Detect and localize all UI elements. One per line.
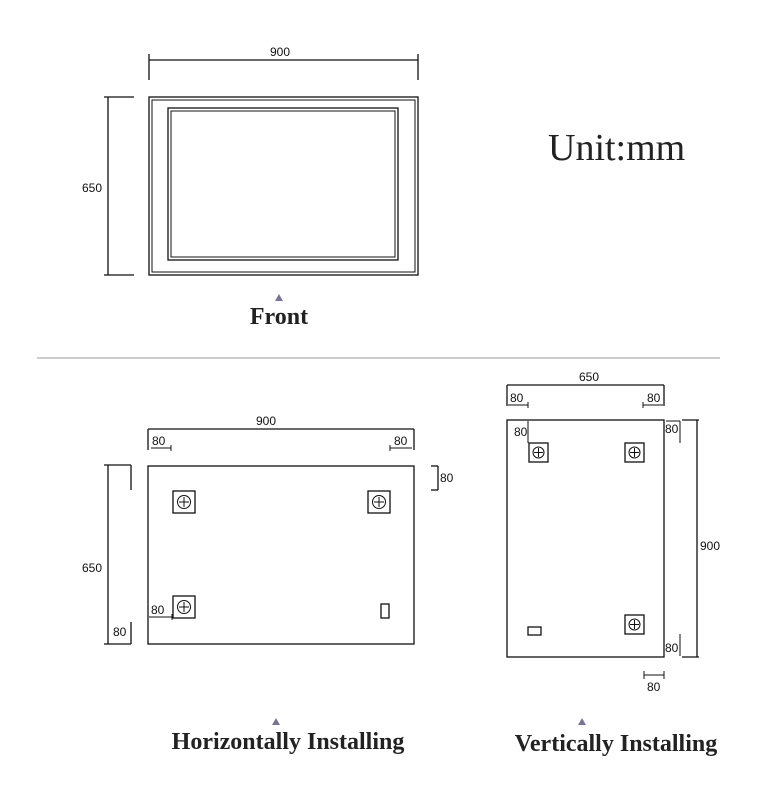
unit-label: Unit:mm xyxy=(548,127,685,169)
vert-back-panel xyxy=(506,419,665,658)
horiz-bottom-margin-label: 80 xyxy=(113,625,127,639)
front-outer-frame xyxy=(148,96,419,276)
front-marker-icon xyxy=(275,294,283,301)
vertical-view: 650 80 80 80 xyxy=(506,370,720,757)
horiz-height-label: 650 xyxy=(82,561,102,575)
vert-bottom-margin-label: 80 xyxy=(665,641,679,655)
front-inner-panel xyxy=(167,107,399,261)
horiz-back-panel xyxy=(147,465,415,645)
front-height-label: 650 xyxy=(82,181,102,195)
horiz-inner-left-label: 80 xyxy=(151,603,165,617)
front-width-label: 900 xyxy=(270,45,290,59)
vert-below-label: 80 xyxy=(647,680,661,694)
vert-inner-top-label: 80 xyxy=(514,425,528,439)
vert-bracket-top-right-icon xyxy=(624,442,645,463)
vert-left-margin-label: 80 xyxy=(510,391,524,405)
horiz-bracket-top-right-icon xyxy=(367,490,391,514)
horiz-marker-icon xyxy=(272,718,280,725)
horiz-right-margin-label: 80 xyxy=(394,434,408,448)
horiz-caption: Horizontally Installing xyxy=(172,729,405,755)
horiz-top-margin-label: 80 xyxy=(440,471,454,485)
vert-width-label: 650 xyxy=(579,370,599,384)
front-view: 900 650 Front xyxy=(82,45,419,330)
vert-marker-icon xyxy=(578,718,586,725)
front-caption: Front xyxy=(250,304,308,330)
horizontal-view: 900 80 80 650 80 80 xyxy=(82,414,454,755)
vert-right-margin-label: 80 xyxy=(647,391,661,405)
horiz-connector-port xyxy=(380,603,390,619)
vert-bracket-bottom-right-icon xyxy=(624,614,645,635)
vert-caption: Vertically Installing xyxy=(515,731,717,757)
vert-connector-port xyxy=(527,626,542,636)
vert-top-margin-label: 80 xyxy=(665,422,679,436)
horiz-left-margin-label: 80 xyxy=(152,434,166,448)
front-frame-edge xyxy=(151,99,416,273)
front-inner-panel-edge xyxy=(170,110,396,258)
horiz-bracket-top-left-icon xyxy=(172,490,196,514)
horiz-bracket-bottom-left-icon xyxy=(172,595,196,619)
horiz-width-label: 900 xyxy=(256,414,276,428)
vert-bracket-top-left-icon xyxy=(528,442,549,463)
vert-height-label: 900 xyxy=(700,539,720,553)
